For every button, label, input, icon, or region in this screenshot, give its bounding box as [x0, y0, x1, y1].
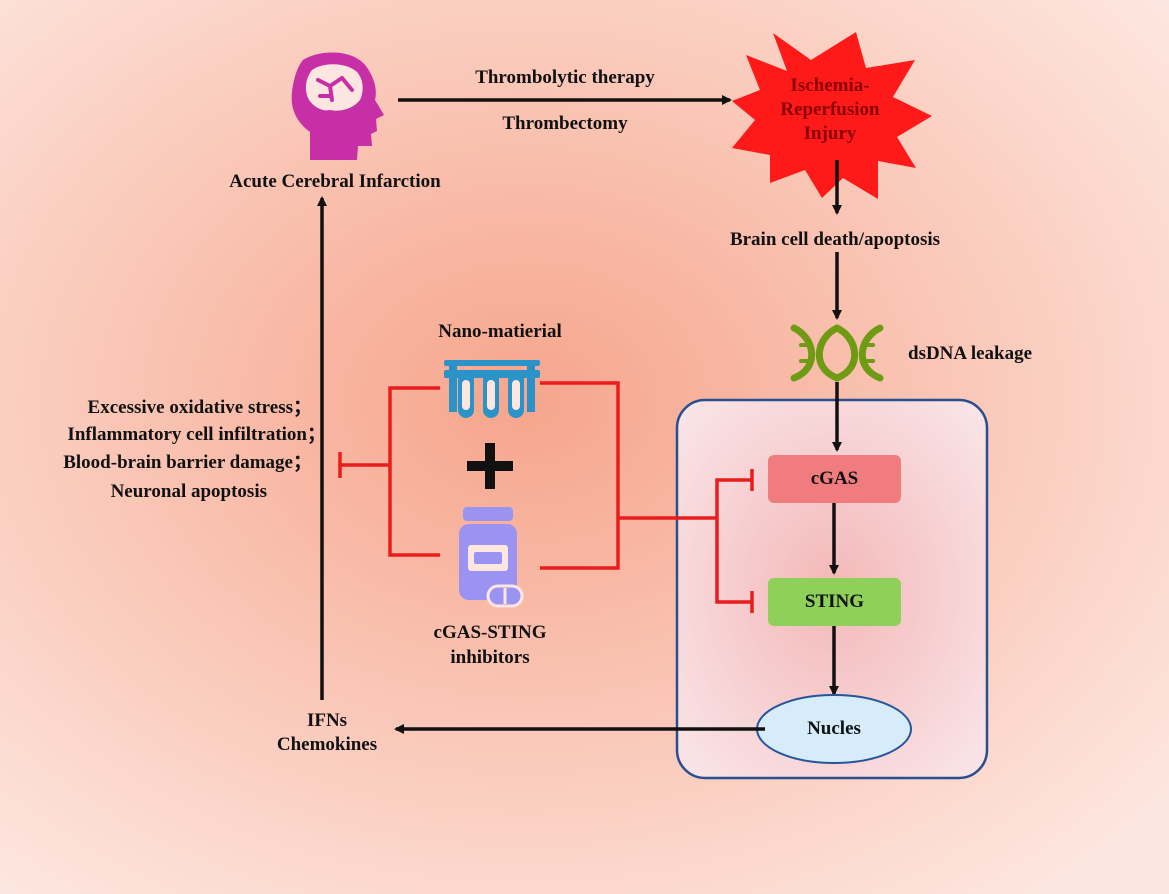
chemokines-label: Chemokines — [276, 734, 378, 755]
plus-icon — [467, 443, 513, 489]
nano-material-label: Nano-matierial — [438, 321, 562, 342]
nucleus-label: Nucles — [807, 718, 861, 739]
inhibitors-label-2: inhibitors — [450, 647, 530, 668]
damage-effect-1: Excessive oxidative stress； — [87, 397, 312, 418]
ifns-label: IFNs — [306, 710, 348, 731]
cgas-box — [768, 455, 901, 503]
injury-label-1: Ischemia- — [790, 75, 870, 96]
test-tubes-icon — [444, 360, 540, 418]
brain-head-icon — [291, 52, 384, 160]
injury-label-2: Reperfusion — [780, 99, 880, 120]
damage-effect-4: Neuronal apoptosis — [110, 481, 267, 502]
dna-helix-icon — [790, 324, 884, 382]
brain-cell-death-label: Brain cell death/apoptosis — [729, 229, 941, 250]
cgas-label: cGAS — [810, 468, 859, 489]
sting-label: STING — [804, 591, 865, 612]
pill-bottle-icon — [459, 507, 524, 608]
therapy-label-1: Thrombolytic therapy — [475, 67, 655, 88]
injury-burst — [732, 32, 932, 199]
inhibitors-label-1: cGAS-STING — [433, 622, 547, 643]
injury-label-3: Injury — [803, 123, 857, 144]
acute-cerebral-infarction-label: Acute Cerebral Infarction — [229, 171, 441, 192]
inhibition-lines — [338, 381, 754, 613]
sting-box — [768, 578, 901, 626]
therapy-label-2: Thrombectomy — [502, 113, 628, 134]
damage-effect-3: Blood-brain barrier damage； — [63, 452, 312, 473]
damage-effect-2: Inflammatory cell infiltration； — [67, 424, 326, 445]
dsdna-leakage-label: dsDNA leakage — [908, 343, 1033, 364]
